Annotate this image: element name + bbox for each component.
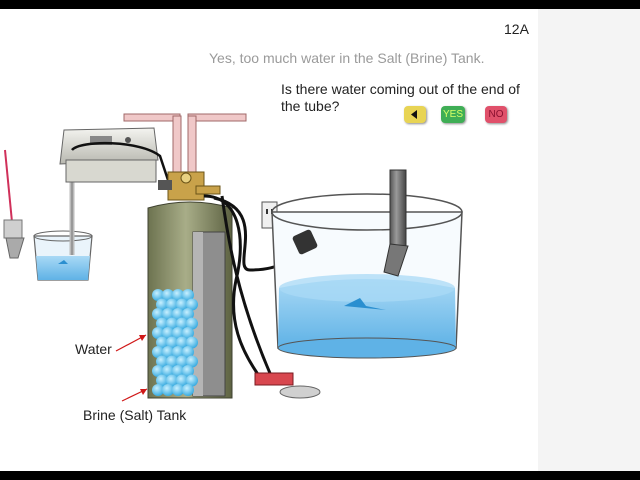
water-bubble [182, 346, 194, 358]
water-bubble [172, 365, 184, 377]
water-bubble [166, 374, 178, 387]
water-bubble [176, 355, 188, 368]
water-bubble [166, 298, 178, 311]
water-bubble [172, 308, 184, 320]
water-bubble [182, 289, 194, 301]
water-bubble [176, 374, 188, 387]
water-bubble [172, 384, 184, 396]
water-bubble [156, 317, 168, 330]
drain-tube-end [292, 169, 409, 277]
water-bubble [162, 308, 174, 320]
water-bubble [152, 346, 164, 358]
question-text: Is there water coming out of the end of … [281, 81, 520, 114]
water-bubble [176, 317, 188, 330]
water-bubble [182, 365, 194, 377]
floor-drain [279, 385, 321, 399]
water-bubble [156, 374, 168, 387]
water-softener-illustration [3, 113, 463, 402]
slide-subtitle: Yes, too much water in the Salt (Brine) … [209, 50, 485, 66]
softener-controller [59, 127, 170, 183]
water-bubble [172, 327, 184, 339]
slide-canvas: 12A Yes, too much water in the Salt (Bri… [0, 9, 538, 471]
water-bubble [176, 336, 188, 349]
water-bubble [156, 336, 168, 349]
water-bubble [152, 289, 164, 301]
water-bubble [186, 298, 198, 311]
water-bubble [166, 317, 178, 330]
water-bubble [186, 317, 198, 330]
water-bubble [172, 289, 184, 301]
no-button[interactable]: NO [485, 106, 507, 123]
water-label: Water [75, 341, 112, 357]
water-bubble [156, 298, 168, 311]
slide-number: 12A [504, 21, 529, 37]
water-bubble [186, 355, 198, 368]
control-valve [158, 171, 221, 201]
brine-tank-label: Brine (Salt) Tank [83, 407, 187, 423]
left-triangle-icon [411, 110, 417, 119]
water-bubble [152, 365, 164, 377]
large-bucket [271, 193, 463, 359]
water-bubble [186, 336, 198, 349]
water-bubble [162, 346, 174, 358]
water-bubble [156, 355, 168, 368]
float-switch [254, 372, 294, 386]
water-bubble [182, 384, 194, 396]
side-panel [538, 9, 640, 471]
water-bubble [186, 374, 198, 387]
water-bubble [162, 327, 174, 339]
water-bubble [162, 384, 174, 396]
water-bubble [162, 289, 174, 301]
small-bucket [33, 230, 93, 281]
left-pipe-assembly [3, 149, 25, 259]
water-bubble [152, 308, 164, 320]
water-bubble [176, 298, 188, 311]
water-bubble [162, 365, 174, 377]
water-bubble [182, 327, 194, 339]
water-bubble [152, 327, 164, 339]
water-bubble [172, 346, 184, 358]
water-bubble [152, 384, 164, 396]
water-bubble [182, 308, 194, 320]
back-button[interactable] [404, 106, 426, 123]
water-bubble [166, 355, 178, 368]
tank-water [152, 289, 198, 396]
water-bubble [166, 336, 178, 349]
yes-button[interactable]: YES [441, 106, 465, 123]
